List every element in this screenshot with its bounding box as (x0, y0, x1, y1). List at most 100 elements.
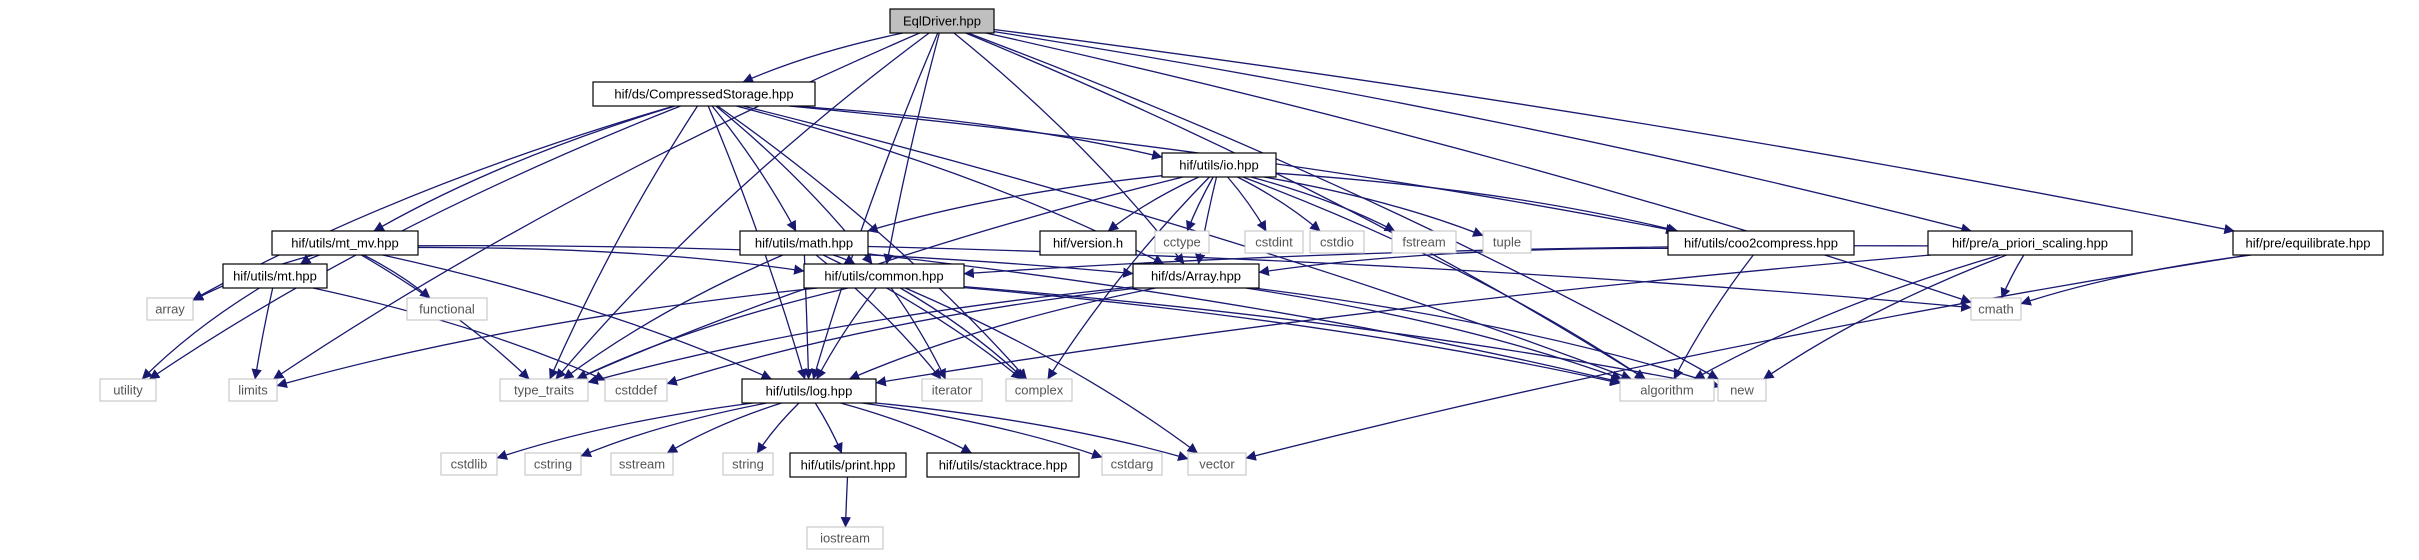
node-label: hif/utils/mt_mv.hpp (291, 236, 398, 251)
node-label: hif/ds/Array.hpp (1151, 269, 1241, 284)
edge-common-to-limits (276, 287, 818, 389)
node-cstdio: cstdio (1309, 230, 1365, 254)
node-box (604, 378, 668, 402)
node-EqlDriver[interactable]: EqlDriver.hpp (889, 8, 995, 34)
edge-CompressedStorage-to-io (790, 105, 1163, 160)
node-new: new (1717, 378, 1767, 402)
node-label: cstdint (1255, 235, 1293, 250)
node-box (1005, 378, 1073, 402)
edge-log-to-cstdarg (862, 402, 1103, 459)
edge-equilibrate-to-vector (1245, 254, 2249, 461)
node-box (739, 230, 869, 256)
node-utility: utility (99, 378, 157, 402)
node-mt[interactable]: hif/utils/mt.hpp (222, 263, 328, 289)
node-label: string (732, 457, 764, 472)
node-label: algorithm (1640, 383, 1693, 398)
node-label: hif/utils/stacktrace.hpp (939, 458, 1068, 473)
edge-Array-to-cstddef (666, 287, 1138, 386)
edge-io-to-fstream (1250, 176, 1396, 232)
node-label: hif/utils/mt.hpp (233, 269, 317, 284)
node-stacktrace[interactable]: hif/utils/stacktrace.hpp (926, 452, 1080, 478)
edge-EqlDriver-to-algorithm (965, 32, 1646, 380)
edge-io-to-tuple (1263, 176, 1484, 237)
node-label: fstream (1402, 235, 1445, 250)
node-label: cstdio (1320, 235, 1354, 250)
edge-common-to-type_traits (576, 287, 849, 380)
node-label: complex (1015, 383, 1064, 398)
edge-CompressedStorage-to-type_traits (549, 105, 699, 380)
node-label: type_traits (514, 383, 574, 398)
node-box (499, 378, 589, 402)
edge-log-to-vector (875, 402, 1189, 462)
node-equilibrate[interactable]: hif/pre/equilibrate.hpp (2232, 230, 2384, 256)
edge-common-to-vector (905, 287, 1198, 454)
node-label: cstring (534, 457, 572, 472)
node-box (1039, 230, 1137, 256)
node-box (1667, 230, 1855, 256)
node-box (789, 452, 907, 478)
edge-mt-to-limits (251, 287, 274, 380)
edge-log-to-string (756, 402, 800, 454)
edge-Array-to-algorithm (1245, 287, 1623, 381)
edge-log-to-stacktrace (840, 402, 972, 454)
edge-CompressedStorage-to-mt_mv (373, 105, 676, 232)
node-box (921, 378, 983, 402)
node-box (406, 297, 488, 321)
node-io[interactable]: hif/utils/io.hpp (1161, 152, 1277, 178)
node-coo2compress[interactable]: hif/utils/coo2compress.hpp (1667, 230, 1855, 256)
edge-mt_mv-to-log (382, 254, 772, 380)
node-box (803, 263, 965, 289)
node-Array[interactable]: hif/ds/Array.hpp (1132, 263, 1260, 289)
node-label: vector (1199, 457, 1235, 472)
node-label: hif/utils/log.hpp (766, 384, 853, 399)
node-cstdarg: cstdarg (1101, 452, 1163, 476)
node-CompressedStorage[interactable]: hif/ds/CompressedStorage.hpp (592, 81, 816, 107)
edge-EqlDriver-to-log (811, 32, 939, 380)
node-log[interactable]: hif/utils/log.hpp (741, 378, 877, 404)
node-label: limits (238, 383, 268, 398)
node-label: hif/pre/a_priori_scaling.hpp (1952, 236, 2108, 251)
edge-common-to-algorithm (963, 286, 1621, 387)
node-label: hif/ds/CompressedStorage.hpp (614, 87, 793, 102)
node-box (1132, 263, 1260, 289)
node-box (146, 297, 194, 321)
node-complex: complex (1005, 378, 1073, 402)
edge-EqlDriver-to-cmath (985, 32, 1972, 305)
node-print[interactable]: hif/utils/print.hpp (789, 452, 907, 478)
node-box (524, 452, 582, 476)
edge-io-to-cstdint (1227, 176, 1267, 232)
node-box (1244, 230, 1304, 254)
node-cstring: cstring (524, 452, 582, 476)
edge-Array-to-type_traits (587, 286, 1134, 385)
node-sstream: sstream (610, 452, 674, 476)
edge-equilibrate-to-cmath (2020, 254, 2252, 306)
node-label: tuple (1493, 235, 1521, 250)
edge-mt_mv-to-mt (300, 254, 320, 265)
edge-common-to-log (816, 287, 877, 380)
edge-a_priori-to-algorithm (1693, 254, 2001, 380)
node-a_priori[interactable]: hif/pre/a_priori_scaling.hpp (1927, 230, 2133, 256)
node-label: hif/utils/math.hpp (755, 236, 853, 251)
node-box (1391, 230, 1457, 254)
edge-io-to-cctype (1186, 176, 1214, 232)
edge-log-to-cstring (580, 402, 768, 458)
file-nodes: EqlDriver.hpp hif/ds/CompressedStorage.hp… (99, 8, 2384, 550)
node-box (271, 230, 419, 256)
node-math[interactable]: hif/utils/math.hpp (739, 230, 869, 256)
node-common[interactable]: hif/utils/common.hpp (803, 263, 965, 289)
node-label: iostream (820, 531, 870, 546)
node-label: functional (419, 302, 475, 317)
node-label: array (155, 302, 185, 317)
node-vector: vector (1187, 452, 1247, 476)
node-cctype: cctype (1154, 230, 1210, 254)
edge-log-to-sstream (666, 402, 782, 454)
edge-io-to-coo2compress (1275, 172, 1679, 234)
node-algorithm: algorithm (1619, 378, 1715, 402)
edge-common-to-complex (899, 287, 1025, 380)
node-version[interactable]: hif/version.h (1039, 230, 1137, 256)
node-mt_mv[interactable]: hif/utils/mt_mv.hpp (271, 230, 419, 256)
edge-print-to-iostream (840, 476, 852, 528)
node-label: hif/version.h (1053, 236, 1123, 251)
node-label: hif/utils/print.hpp (801, 458, 896, 473)
node-type_traits: type_traits (499, 378, 589, 402)
